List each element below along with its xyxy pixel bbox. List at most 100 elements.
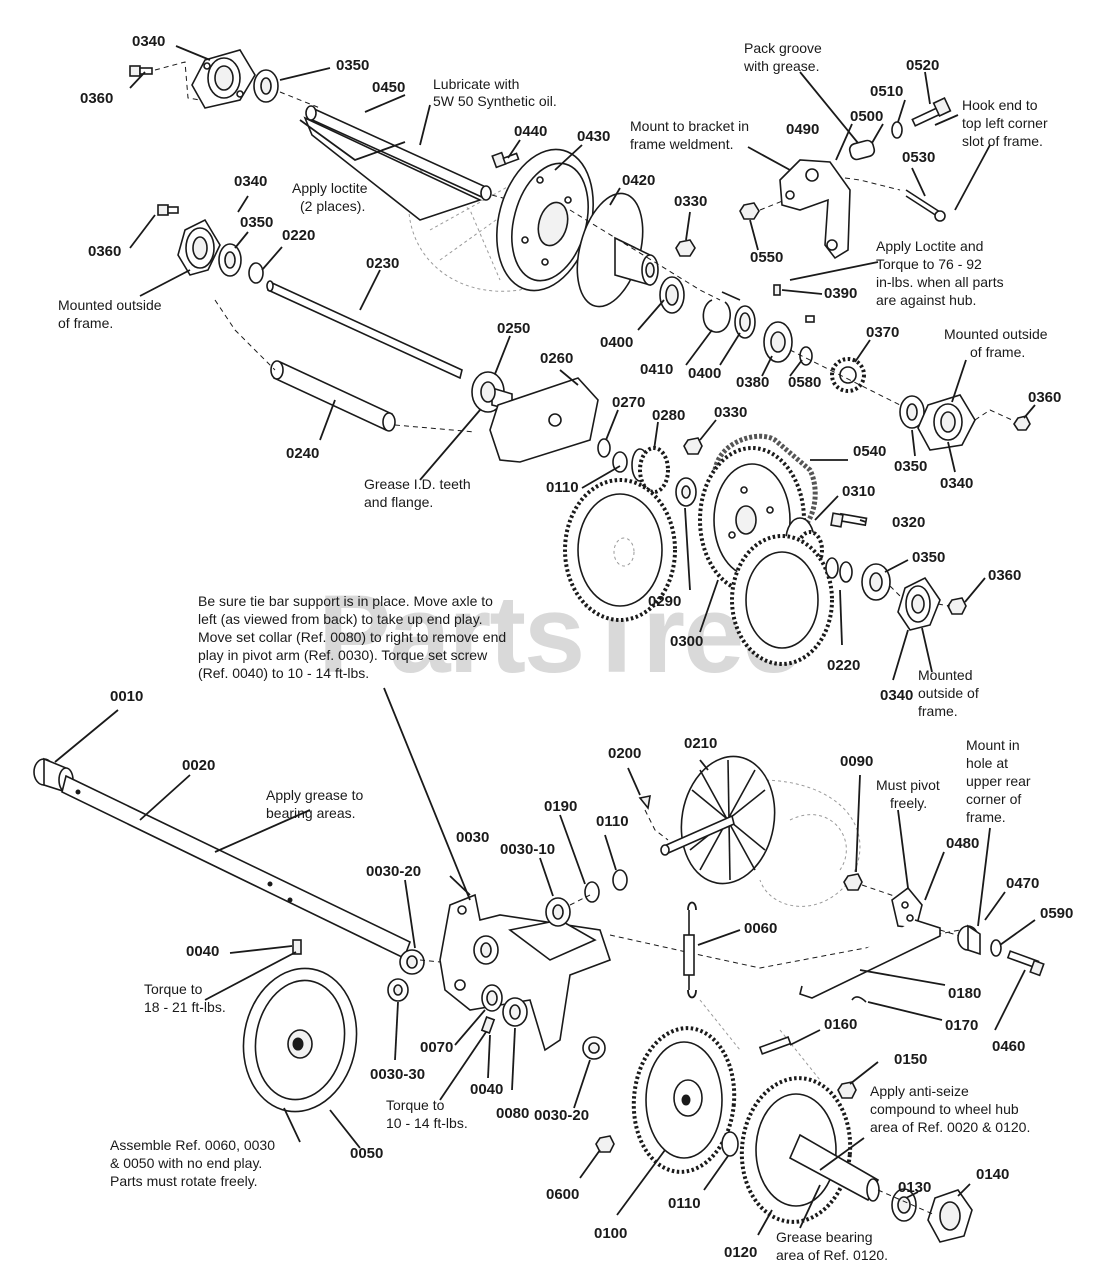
note-loctitetorque-4: are against hub. <box>876 292 976 308</box>
set-screw-0040-top <box>292 939 302 955</box>
key-0200 <box>638 794 651 810</box>
note-lubricate-1: Lubricate with <box>433 76 519 92</box>
label-0350-b: 0350 <box>240 214 273 231</box>
label-0510: 0510 <box>870 83 903 100</box>
flange-bearing-0340-right <box>917 394 976 451</box>
label-0340-b: 0340 <box>234 173 267 190</box>
note-applygrease-2: bearing areas. <box>266 805 356 821</box>
washer-0590 <box>990 939 1002 957</box>
axle-0020 <box>61 774 412 960</box>
label-0040-b: 0040 <box>470 1081 503 1098</box>
set-screw-0150 <box>837 1081 857 1099</box>
gear-0300-left <box>563 478 677 622</box>
flange-bearing-0340-top <box>191 49 256 109</box>
note-greaseid-1: Grease I.D. teeth <box>364 476 471 492</box>
pulley-0050 <box>242 967 358 1113</box>
impeller-0210 <box>660 755 776 885</box>
label-0120: 0120 <box>724 1244 757 1261</box>
note-loctite-1: Apply loctite <box>292 180 368 196</box>
note-mounthole-5: frame. <box>966 809 1006 825</box>
bracket-0490 <box>779 159 851 260</box>
bearing-0030-10 <box>545 897 571 927</box>
gear-0120 <box>739 1076 880 1224</box>
label-0430: 0430 <box>577 128 610 145</box>
note-torque18-1: Torque to <box>144 981 203 997</box>
note-packgroove-2: with grease. <box>743 58 819 74</box>
label-0220-b: 0220 <box>827 657 860 674</box>
bearing-0350-top <box>253 69 279 103</box>
label-0280: 0280 <box>652 407 685 424</box>
label-0110-b: 0110 <box>596 813 629 830</box>
label-0450: 0450 <box>372 79 405 96</box>
label-0420: 0420 <box>622 172 655 189</box>
label-0350-d: 0350 <box>912 549 945 566</box>
note-mustpivot-1: Must pivot <box>876 777 940 793</box>
bearing-0350-mid2 <box>861 563 891 601</box>
nut-0140 <box>927 1189 973 1243</box>
shaft-0230 <box>266 280 463 380</box>
label-0030-10: 0030-10 <box>500 841 555 858</box>
ring-0580 <box>799 346 813 366</box>
bolt-0440 <box>491 151 520 169</box>
flange-bearing-0340-mid <box>177 218 221 276</box>
label-0030: 0030 <box>456 829 489 846</box>
label-0200: 0200 <box>608 745 641 762</box>
label-0360-b: 0360 <box>88 243 121 260</box>
label-0590: 0590 <box>1040 905 1073 922</box>
nut-0330-top <box>675 239 696 257</box>
nut-0550 <box>739 202 760 220</box>
label-0030-20: 0030-20 <box>366 863 421 880</box>
notes: Lubricate with 5W 50 Synthetic oil. Appl… <box>58 40 1048 1263</box>
note-loctite-2: (2 places). <box>300 198 365 214</box>
note-mustpivot-2: freely. <box>890 795 927 811</box>
bolt-0360-mid <box>157 204 179 216</box>
gear-0100 <box>631 1026 737 1174</box>
pivot-arm-0030 <box>439 893 612 1052</box>
washer-0110-low <box>612 869 628 891</box>
note-antiseize-1: Apply anti-seize <box>870 1083 969 1099</box>
note-packgroove-1: Pack groove <box>744 40 822 56</box>
bolt-0160 <box>758 1036 792 1055</box>
label-0290: 0290 <box>648 593 681 610</box>
label-0410: 0410 <box>640 361 673 378</box>
label-0370: 0370 <box>866 324 899 341</box>
flange-bearing-0340-lower <box>897 576 941 631</box>
label-0080: 0080 <box>496 1105 529 1122</box>
label-0330: 0330 <box>674 193 707 210</box>
bushing-0290 <box>675 477 697 507</box>
label-0070: 0070 <box>420 1039 453 1056</box>
label-0300: 0300 <box>670 633 703 650</box>
part-labels: 0340 0350 0360 0450 0440 0430 0420 0490 … <box>80 33 1073 1261</box>
label-0100: 0100 <box>594 1225 627 1242</box>
label-0150: 0150 <box>894 1051 927 1068</box>
label-0260: 0260 <box>540 350 573 367</box>
label-0010: 0010 <box>110 688 143 705</box>
set-screw-0390 <box>773 284 815 323</box>
note-antiseize-2: compound to wheel hub <box>870 1101 1019 1117</box>
nut-0090 <box>843 873 863 891</box>
label-0480: 0480 <box>946 835 979 852</box>
label-0390: 0390 <box>824 285 857 302</box>
label-0360-c: 0360 <box>1028 389 1061 406</box>
bolt-0360-right <box>1013 415 1031 431</box>
note-mounthole-3: upper rear <box>966 773 1031 789</box>
label-0320: 0320 <box>892 514 925 531</box>
note-tiebar-4: play in pivot arm (Ref. 0030). Torque se… <box>198 647 488 663</box>
note-tiebar-5: (Ref. 0040) to 10 - 14 ft-lbs. <box>198 665 369 681</box>
spring-0530 <box>905 189 946 222</box>
washer-0400-a <box>659 276 685 314</box>
note-mountedout1-2: of frame. <box>58 315 113 331</box>
label-0240: 0240 <box>286 445 319 462</box>
note-assemble-1: Assemble Ref. 0060, 0030 <box>110 1137 275 1153</box>
bolt-0360-top <box>129 65 153 77</box>
label-0170: 0170 <box>945 1017 978 1034</box>
label-0350: 0350 <box>336 57 369 74</box>
chain-0540 <box>712 433 818 543</box>
note-hookend-1: Hook end to <box>962 97 1038 113</box>
label-0250: 0250 <box>497 320 530 337</box>
washer-0400-b <box>734 305 756 339</box>
bushing-0030-30 <box>387 978 409 1002</box>
nut-0600 <box>595 1135 615 1153</box>
label-0340: 0340 <box>132 33 165 50</box>
